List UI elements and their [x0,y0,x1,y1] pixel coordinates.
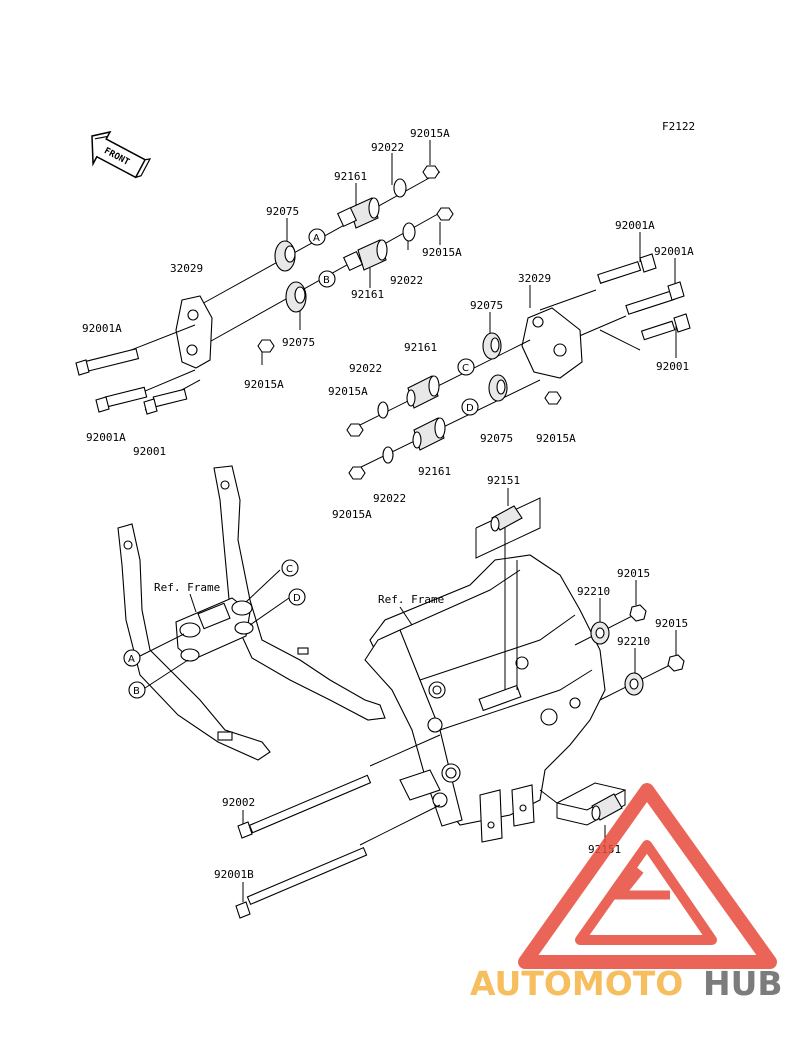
diagram-code: F2122 [662,120,695,133]
long-bolts [235,734,441,919]
part-92015A: 92015A [422,246,462,259]
part-92161: 92161 [404,341,437,354]
part-92022: 92022 [373,492,406,505]
marker-a-1: A [313,233,320,244]
part-92015A: 92015A [536,432,576,445]
logo-text-hub: HUB [703,964,783,1003]
part-92075: 92075 [470,299,503,312]
part-92075: 92075 [282,336,315,349]
ref-frame-label-left: Ref. Frame [154,581,220,594]
part-92022: 92022 [349,362,382,375]
part-92002: 92002 [222,796,255,809]
part-92001B: 92001B [214,868,254,881]
part-32029: 32029 [170,262,203,275]
right-nuts-group [574,580,685,701]
part-92075: 92075 [480,432,513,445]
part-92075: 92075 [266,205,299,218]
part-92151-lower [539,782,627,826]
right-mount-group: C D [346,232,691,480]
part-92161: 92161 [334,170,367,183]
part-92015A: 92015A [244,378,284,391]
part-92210: 92210 [577,585,610,598]
part-92015A: 92015A [410,127,450,140]
marker-c-2: C [286,564,293,575]
upper-left-mount-group: A B [75,140,454,415]
marker-d-2: D [293,593,301,604]
marker-b-1: B [323,275,330,286]
part-92022: 92022 [390,274,423,287]
part-92210: 92210 [617,635,650,648]
marker-b-2: B [133,686,140,697]
part-92001A: 92001A [654,245,694,258]
part-92151: 92151 [487,474,520,487]
front-arrow-icon: FRONT [91,130,152,179]
part-92001A: 92001A [86,431,126,444]
part-92015: 92015 [617,567,650,580]
automotohub-logo: AUTOMOTO HUB [470,783,783,1003]
part-92161: 92161 [351,288,384,301]
ref-frame-tubes: A B C D [117,465,386,761]
part-92151-upper [475,497,541,690]
part-92001A: 92001A [615,219,655,232]
part-92015: 92015 [655,617,688,630]
logo-text-automoto: AUTOMOTO [470,964,683,1003]
marker-d-1: D [466,403,474,414]
part-92001: 92001 [133,445,166,458]
part-92022: 92022 [371,141,404,154]
ref-frame-label-main: Ref. Frame [378,593,444,606]
marker-a-2: A [128,654,135,665]
part-32029: 32029 [518,272,551,285]
part-92015A: 92015A [328,385,368,398]
part-92001: 92001 [656,360,689,373]
part-92015A: 92015A [332,508,372,521]
part-92161: 92161 [418,465,451,478]
main-frame [364,554,606,843]
part-92001A: 92001A [82,322,122,335]
marker-c-1: C [462,363,469,374]
